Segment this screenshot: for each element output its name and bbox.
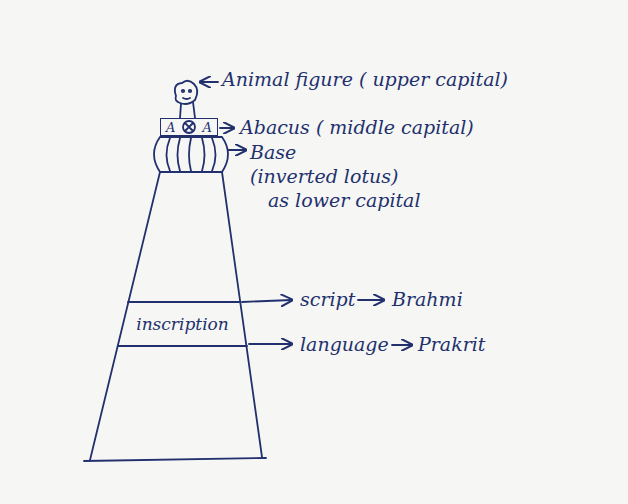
property-value: Prakrit xyxy=(418,333,618,355)
callout-arrow xyxy=(228,149,246,151)
property-value: Brahmi xyxy=(392,288,592,310)
text-arrow xyxy=(358,299,384,301)
dharma-chakra-symbol xyxy=(183,121,195,133)
abacus-box: AA xyxy=(160,118,218,136)
node-text: A xyxy=(166,120,175,135)
callout-arrow xyxy=(220,127,234,129)
property-label: script xyxy=(300,288,380,310)
pillar-shaft xyxy=(90,172,262,460)
part-label: Animal figure ( upper capital) xyxy=(222,68,627,90)
callout-arrow xyxy=(249,343,292,345)
node-text: A xyxy=(203,120,212,135)
text-arrow xyxy=(392,344,412,346)
part-label: Base xyxy=(250,141,450,163)
callout-arrow xyxy=(242,300,292,302)
band-line xyxy=(128,301,240,303)
inverted-lotus-base xyxy=(154,137,228,172)
node-text: inscription xyxy=(136,314,229,334)
property-label: language xyxy=(300,333,400,355)
band-line xyxy=(118,345,247,347)
inscription-band: inscription xyxy=(118,302,247,346)
ground-line xyxy=(84,458,266,461)
callout-arrow xyxy=(200,81,218,83)
part-label: (inverted lotus) xyxy=(250,165,470,187)
animal-figure xyxy=(175,81,197,118)
part-label: as lower capital xyxy=(268,189,488,211)
part-label: Abacus ( middle capital) xyxy=(240,116,620,138)
